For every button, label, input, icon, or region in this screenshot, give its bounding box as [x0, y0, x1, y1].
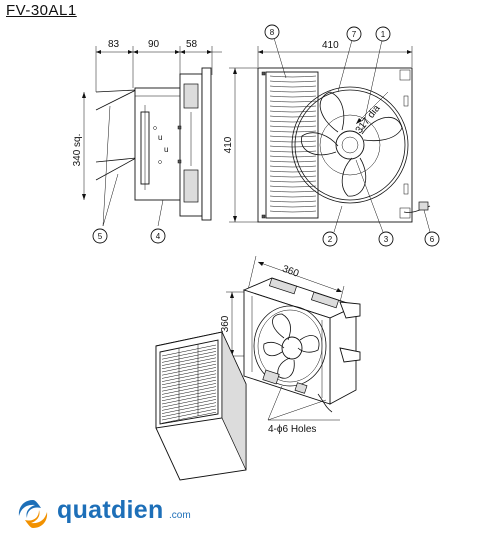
brand-name: quatdien [57, 496, 164, 524]
dim-340sq: 340 sq. [72, 134, 83, 167]
dim-410-height: 410 [223, 136, 234, 153]
brand-suffix: .com [169, 510, 191, 521]
dim-410-width: 410 [322, 40, 339, 51]
dim-83: 83 [108, 39, 120, 50]
callout-2: 2 [328, 235, 333, 244]
svg-text:u: u [164, 145, 168, 154]
dim-360-width: 360 [281, 264, 301, 280]
callout-1: 1 [381, 30, 386, 39]
callout-5: 5 [98, 232, 103, 241]
isometric-view: 360 360 [155, 255, 361, 481]
dim-360-height: 360 [220, 315, 231, 332]
brand-logo[interactable]: quatdien .com [15, 496, 245, 532]
callout-8: 8 [270, 28, 275, 37]
callout-3: 3 [384, 235, 389, 244]
holes-label: 4-ϕ6 Holes [268, 424, 316, 435]
model-title: FV-30AL1 [6, 2, 77, 19]
callout-4: 4 [156, 232, 161, 241]
callout-7: 7 [352, 30, 357, 39]
callout-6: 6 [430, 235, 435, 244]
logo-swirl-icon [18, 500, 48, 528]
side-view: 83 90 58 340 sq. u u [72, 39, 222, 244]
dim-90: 90 [148, 39, 160, 50]
front-view: 410 410 [223, 24, 440, 247]
svg-text:u: u [158, 133, 162, 142]
dim-58: 58 [186, 39, 198, 50]
